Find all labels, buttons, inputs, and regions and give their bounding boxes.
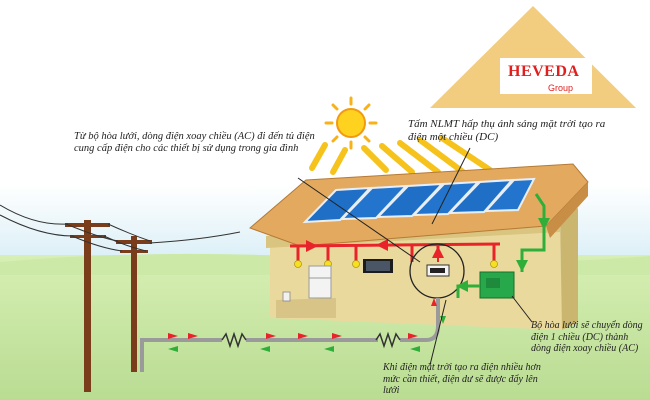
logo-plate	[500, 58, 592, 94]
brand-logo-sub: Group	[548, 83, 574, 93]
grid-flow-arrows	[168, 298, 446, 352]
brand-logo-name: HEVEDA	[508, 63, 580, 80]
wall-socket-icon	[282, 291, 291, 302]
surplus-to-grid-label: Khi điện mặt trời tạo ra điện nhiều hơn …	[383, 362, 541, 396]
panel-absorb-label: Tấm NLMT hấp thụ ánh sáng mặt trời tạo r…	[408, 118, 606, 143]
resistor-icons	[221, 331, 401, 349]
dc-wiring-arrows	[456, 212, 550, 292]
grid-connection-line	[140, 298, 440, 372]
sun-rays	[309, 135, 493, 175]
grid-to-home-label: Từ bộ hòa lưới, dòng điện xoay chiều (AC…	[74, 131, 315, 155]
leader-lines	[297, 147, 533, 366]
sun-icon	[324, 96, 378, 150]
ac-wiring-arrows	[300, 239, 444, 262]
refrigerator-icon	[308, 265, 332, 299]
utility-poles	[0, 204, 241, 392]
tv-icon	[363, 259, 393, 273]
solar-panels	[302, 177, 536, 224]
inverter-convert-label: Bộ hòa lưới sẽ chuyển dòng điện 1 chiều …	[531, 320, 643, 354]
inverter-icon	[479, 271, 515, 299]
